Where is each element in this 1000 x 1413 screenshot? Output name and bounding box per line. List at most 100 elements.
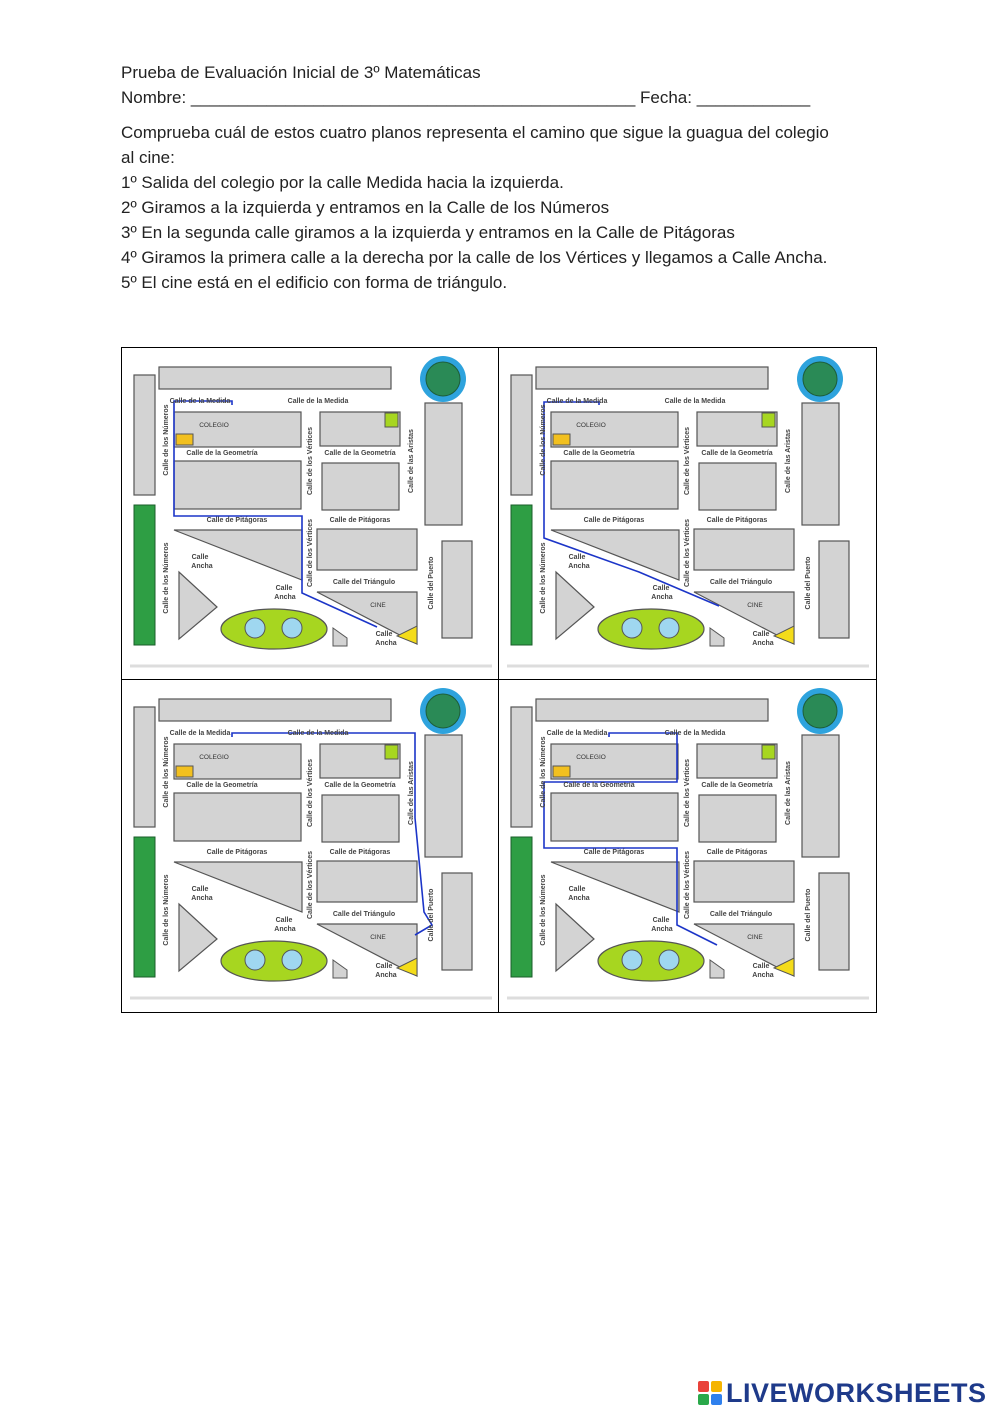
school-block xyxy=(173,411,302,448)
roundabout-center xyxy=(802,361,838,397)
label-colegio: COLEGIO xyxy=(199,422,229,429)
label-triangulo: Calle del Triángulo xyxy=(333,911,395,918)
triangle-block-left xyxy=(178,570,218,641)
block-center-right xyxy=(698,462,777,511)
label-medida-1: Calle de la Medida xyxy=(170,398,231,405)
instructions-intro: Comprueba cuál de estos cuatro planos re… xyxy=(121,123,829,167)
block-center-left xyxy=(173,792,302,842)
label-medida-2: Calle de la Medida xyxy=(288,398,349,405)
label-medida-1: Calle de la Medida xyxy=(547,398,608,405)
label-vertices-1: Calle de los Vértices xyxy=(307,427,314,495)
route-line xyxy=(173,400,378,628)
block-center-right xyxy=(321,462,400,511)
label-medida-2: Calle de la Medida xyxy=(665,398,726,405)
label-puerto: Calle del Puerto xyxy=(805,557,812,610)
label-ancha-1-calle: Calle xyxy=(192,554,209,561)
block-triangle-street xyxy=(693,860,795,903)
roundabout-center xyxy=(425,361,461,397)
block-triangle-street xyxy=(316,860,418,903)
pool-oval xyxy=(597,608,705,650)
pool-circle-right xyxy=(658,617,680,639)
label-geometria-1: Calle de la Geometría xyxy=(563,782,634,789)
pool-circle-right xyxy=(281,949,303,971)
block-top xyxy=(158,366,392,390)
block-center-right xyxy=(698,794,777,843)
school-sign xyxy=(175,433,194,446)
instruction-step-5: 5º El cine está en el edificio con forma… xyxy=(121,273,508,292)
green-square xyxy=(761,744,776,760)
label-vertices-2: Calle de los Vértices xyxy=(684,519,691,587)
pool-oval xyxy=(220,940,328,982)
label-numeros-2: Calle de los Números xyxy=(163,874,170,945)
block-puerto xyxy=(818,872,850,971)
label-puerto: Calle del Puerto xyxy=(428,889,435,942)
block-puerto xyxy=(441,540,473,639)
label-vertices-2: Calle de los Vértices xyxy=(307,851,314,919)
label-pitagoras-1: Calle de Pitágoras xyxy=(584,517,645,524)
park-block xyxy=(133,504,156,646)
cinema-triangle xyxy=(693,923,795,977)
label-numeros-2: Calle de los Números xyxy=(540,874,547,945)
label-pitagoras-2: Calle de Pitágoras xyxy=(330,849,391,856)
pool-circle-left xyxy=(621,949,643,971)
label-ancha-3-calle: Calle xyxy=(376,631,393,638)
green-square xyxy=(761,412,776,428)
block-top xyxy=(535,698,769,722)
green-square xyxy=(384,412,399,428)
label-ancha-3: Ancha xyxy=(375,972,397,979)
triangle-block-left xyxy=(178,902,218,973)
block-top xyxy=(158,698,392,722)
label-vertices-2: Calle de los Vértices xyxy=(307,519,314,587)
label-medida-2: Calle de la Medida xyxy=(288,730,349,737)
block-right-tall xyxy=(424,402,463,526)
label-geometria-1: Calle de la Geometría xyxy=(186,450,257,457)
label-numeros-1: Calle de los Números xyxy=(540,404,547,475)
logo-square-yellow xyxy=(711,1381,722,1392)
label-numeros-2: Calle de los Números xyxy=(540,542,547,613)
school-block xyxy=(550,411,679,448)
label-medida-1: Calle de la Medida xyxy=(547,730,608,737)
triangle-block-big xyxy=(550,529,680,581)
triangle-block-big xyxy=(173,861,303,913)
school-sign xyxy=(552,765,571,778)
block-triangle-street xyxy=(316,528,418,571)
logo-square-green xyxy=(698,1394,709,1405)
block-puerto xyxy=(818,540,850,639)
instruction-step-3: 3º En la segunda calle giramos a la izqu… xyxy=(121,223,735,242)
block-center-left xyxy=(550,460,679,510)
liveworksheets-logo-icon xyxy=(698,1381,722,1405)
cinema-triangle xyxy=(693,591,795,645)
label-vertices-1: Calle de los Vértices xyxy=(307,759,314,827)
pool-circle-right xyxy=(658,949,680,971)
pool-oval xyxy=(597,940,705,982)
label-ancha-2-calle: Calle xyxy=(653,585,670,592)
block-top xyxy=(535,366,769,390)
label-medida-2: Calle de la Medida xyxy=(665,730,726,737)
label-colegio: COLEGIO xyxy=(576,754,606,761)
label-ancha-3-calle: Calle xyxy=(753,631,770,638)
roundabout-center xyxy=(802,693,838,729)
block-left-top xyxy=(510,706,533,828)
label-numeros-1: Calle de los Números xyxy=(163,736,170,807)
label-aristas: Calle de las Aristas xyxy=(408,429,415,493)
small-block xyxy=(332,627,348,647)
triangle-block-left xyxy=(555,902,595,973)
label-geometria-1: Calle de la Geometría xyxy=(186,782,257,789)
block-left-top xyxy=(133,374,156,496)
label-triangulo: Calle del Triángulo xyxy=(333,579,395,586)
label-ancha-1: Ancha xyxy=(191,895,213,902)
page-title: Prueba de Evaluación Inicial de 3º Matem… xyxy=(121,63,481,82)
route-line xyxy=(543,732,718,946)
pool-oval xyxy=(220,608,328,650)
label-triangulo: Calle del Triángulo xyxy=(710,579,772,586)
label-pitagoras-2: Calle de Pitágoras xyxy=(707,517,768,524)
cinema-triangle xyxy=(316,923,418,977)
label-colegio: COLEGIO xyxy=(576,422,606,429)
label-geometria-2: Calle de la Geometría xyxy=(701,450,772,457)
block-right-tall xyxy=(801,734,840,858)
